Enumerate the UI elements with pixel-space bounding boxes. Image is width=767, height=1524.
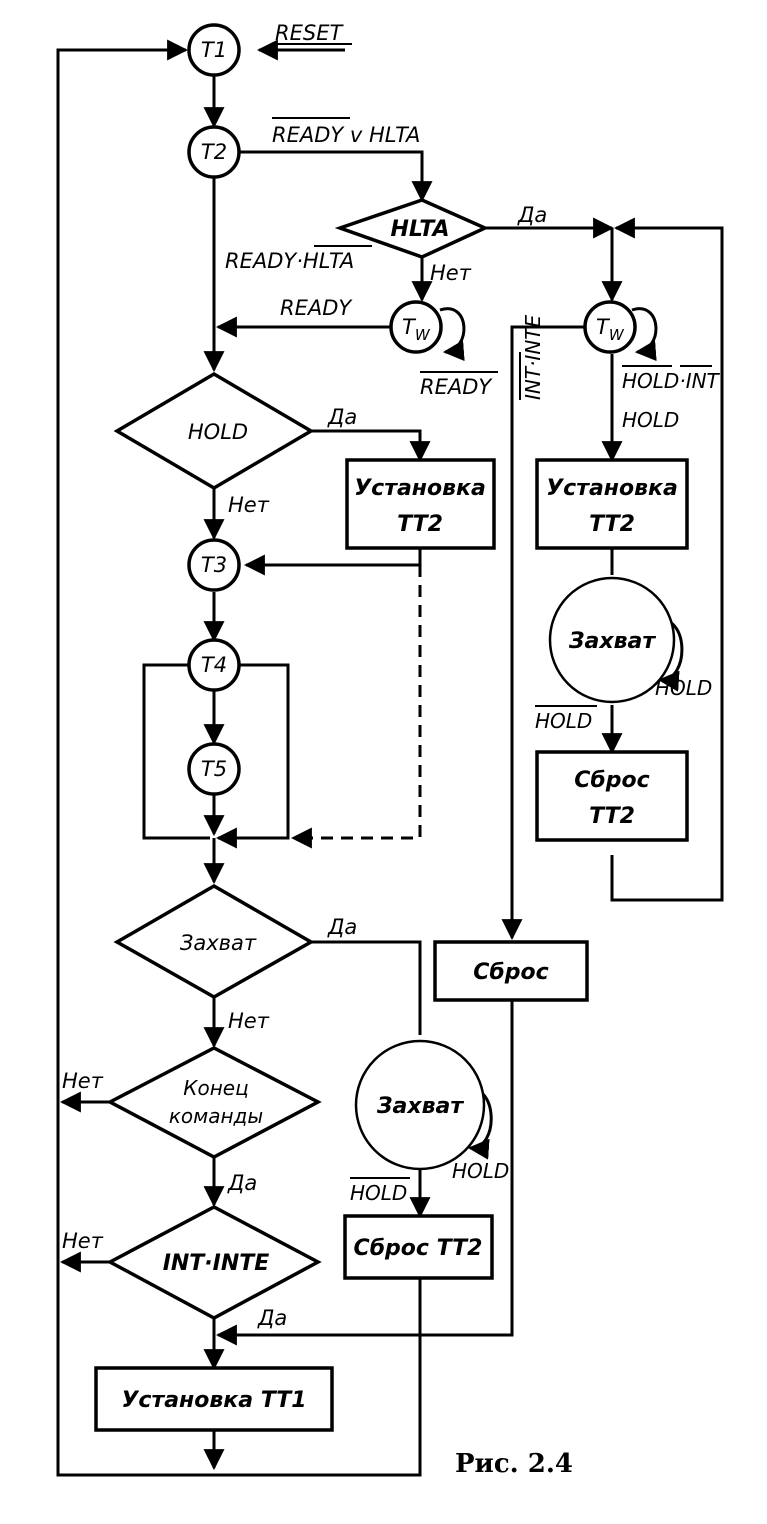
label-int-inte-vertical: INT·INTE [521, 314, 545, 400]
label-not-hold-bottom: HOLD [350, 1181, 407, 1205]
label-ready: READY [280, 296, 353, 320]
state-capture-right-label: Захват [568, 629, 656, 654]
figure-caption: Рис. 2.4 [455, 1449, 573, 1479]
box-reset-tt2-right: Сброс TT2 [535, 750, 689, 842]
box-set-tt2-right-line1: Установка [546, 476, 678, 501]
decision-end-command: Конец команды [106, 1046, 322, 1159]
state-t5: T5 [187, 742, 241, 796]
box-set-tt1-label: Установка TT1 [121, 1388, 306, 1413]
state-tw-left-label: TW [402, 315, 431, 344]
decision-end-command-line1: Конец [183, 1076, 248, 1100]
label-capture-no: Нет [228, 1009, 270, 1033]
state-tw-right: TW [583, 300, 637, 354]
connectors [56, 39, 724, 1477]
box-set-tt1: Установка TT1 [94, 1366, 334, 1432]
box-set-tt2-left-line2: TT2 [397, 512, 443, 537]
state-t4-label: T4 [201, 653, 227, 677]
label-hold-yes: Да [327, 405, 357, 429]
box-reset-tt2-bottom-label: Сброс TT2 [354, 1236, 483, 1261]
state-t4: T4 [187, 638, 241, 692]
label-hold-not-int: HOLD·INT [622, 369, 721, 393]
box-reset-tt2-right-line1: Сброс [574, 768, 649, 793]
label-capture-yes: Да [327, 915, 357, 939]
decision-hlta: HLTA [334, 198, 490, 259]
box-reset-tt2-bottom: Сброс TT2 [343, 1214, 494, 1280]
state-t3: T3 [187, 538, 241, 592]
state-tw-left: TW [389, 300, 443, 354]
label-int-no: Нет [62, 1229, 104, 1253]
label-hlta-no: Нет [430, 261, 472, 285]
decision-capture: Захват [113, 883, 315, 1000]
label-ready-and-not-hlta: READY·HLTA [225, 249, 354, 273]
label-not-hold-right: HOLD [535, 709, 592, 733]
state-t1-label: T1 [201, 38, 227, 62]
state-t2-label: T2 [201, 140, 227, 164]
box-reset: Сброс [433, 940, 589, 1002]
state-capture-bottom-label: Захват [376, 1094, 464, 1119]
state-t5-label: T5 [201, 757, 227, 781]
state-capture-bottom: Захват [354, 1039, 486, 1171]
box-set-tt2-right-line2: TT2 [589, 512, 635, 537]
label-ready-or-hlta: READY v HLTA [272, 123, 420, 147]
label-int-yes: Да [257, 1306, 287, 1330]
decision-hold: HOLD [113, 371, 315, 491]
decision-capture-label: Захват [180, 931, 257, 955]
label-not-ready: READY [420, 375, 493, 399]
label-capture-self-hold-right: HOLD [655, 676, 712, 700]
box-set-tt2-left: Установка TT2 [345, 458, 496, 550]
decision-hold-label: HOLD [188, 420, 248, 444]
label-hold-right: HOLD [622, 408, 679, 432]
state-t3-label: T3 [201, 553, 227, 577]
decision-end-command-line2: команды [169, 1104, 263, 1128]
edge-labels: RESET READY v HLTA READY·HLTA Да Нет REA… [62, 21, 721, 1330]
label-hlta-yes: Да [517, 203, 547, 227]
box-reset-label: Сброс [473, 960, 548, 985]
label-capture-self-hold-bottom: HOLD [452, 1159, 509, 1183]
box-set-tt2-left-line1: Установка [354, 476, 486, 501]
decision-int-inte-label: INT·INTE [163, 1251, 270, 1276]
decision-hlta-label: HLTA [390, 217, 449, 242]
state-tw-right-label: TW [596, 315, 625, 344]
state-capture-right: Захват [548, 576, 676, 704]
state-t2: T2 [187, 125, 241, 179]
label-end-yes: Да [227, 1171, 257, 1195]
label-end-no: Нет [62, 1069, 104, 1093]
box-set-tt2-right: Установка TT2 [535, 458, 689, 550]
decision-int-inte: INT·INTE [106, 1205, 322, 1320]
state-t1: T1 [187, 23, 241, 77]
box-reset-tt2-right-line2: TT2 [589, 804, 635, 829]
label-reset: RESET [275, 21, 344, 45]
label-hold-no: Нет [228, 493, 270, 517]
